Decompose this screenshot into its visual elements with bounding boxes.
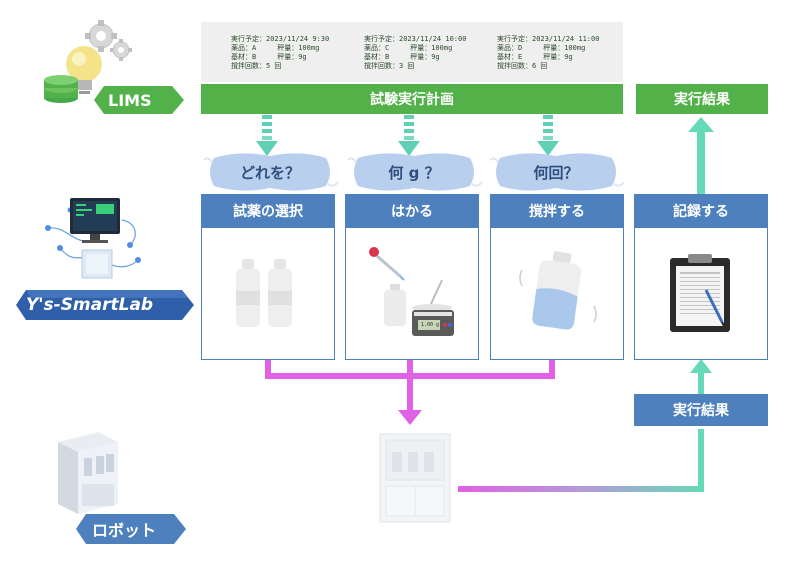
question-which: どれを？ [239, 163, 300, 182]
plan-entry-schedule: 実行予定：2023/11/24 11:00 [497, 35, 600, 43]
plan-entry-stir-count: 撹拌回数：3 回 [364, 62, 415, 70]
scale-display: 1.00 g [420, 322, 440, 328]
step-weigh-header: はかる [345, 194, 479, 228]
result-bar-middle: 実行結果 [634, 394, 768, 426]
plan-entry-schedule: 実行予定：2023/11/24 10:00 [364, 35, 467, 43]
smartlab-layer-label: Y's-SmartLab [26, 295, 154, 315]
robot-cabinet-icon [379, 433, 451, 523]
plan-entry-base: 基材：B 秤量：9g [231, 53, 307, 61]
steps-to-robot-arrow [265, 359, 555, 425]
plan-entry-base: 基材：B 秤量：9g [364, 53, 440, 61]
plan-entry-schedule: 実行予定：2023/11/24 9:30 [231, 35, 330, 43]
smartlab-tag-shape [16, 290, 194, 320]
plan-entry-reagent: 薬品：A 秤量：100mg [231, 44, 320, 52]
plan-entry: 実行予定：2023/11/24 9:30 薬品：A 秤量：100mg 基材：B … [231, 35, 329, 71]
lims-icon [44, 20, 132, 103]
robot-tag-shape [76, 514, 186, 544]
smartlab-icon [45, 198, 141, 279]
plan-entry-stir-count: 撹拌回数：6 回 [497, 62, 548, 70]
plan-details-panel: 実行予定：2023/11/24 9:30 薬品：A 秤量：100mg 基材：B … [201, 22, 623, 82]
plan-entry: 実行予定：2023/11/24 11:00 薬品：D 秤量：100mg 基材：E… [497, 35, 599, 71]
step-stir-header: 撹拌する [490, 194, 624, 228]
plan-entry-base: 基材：E 秤量：9g [497, 53, 573, 61]
plan-title-bar: 試験実行計画 [201, 84, 623, 114]
bottles-icon [236, 259, 292, 327]
plan-to-select-arrow [256, 115, 278, 156]
question-cloud-shape [203, 153, 339, 191]
step-select-header: 試薬の選択 [201, 194, 335, 228]
robot-layer-label: ロボット [92, 521, 157, 540]
lims-tag-shape [94, 86, 184, 114]
plan-entry: 実行予定：2023/11/24 10:00 薬品：C 秤量：100mg 基材：B… [364, 35, 466, 71]
plan-to-stir-arrow [537, 115, 559, 156]
clipboard-icon [670, 254, 730, 332]
question-how-many-grams: 何 g ？ [388, 163, 440, 182]
question-how-many-times: 何回？ [533, 163, 579, 182]
robot-icon [58, 432, 118, 514]
robot-to-result-arrow [458, 359, 712, 492]
result-bar-top: 実行結果 [636, 84, 768, 114]
lims-layer-label: LIMS [108, 90, 152, 110]
step-record-header: 記録する [634, 194, 768, 228]
scale-icon [369, 247, 454, 336]
plan-entry-reagent: 薬品：C 秤量：100mg [364, 44, 453, 52]
plan-entry-reagent: 薬品：D 秤量：100mg [497, 44, 586, 52]
plan-to-weigh-arrow [398, 115, 420, 156]
record-to-result-arrow [688, 117, 714, 194]
plan-entry-stir-count: 撹拌回数：5 回 [231, 62, 282, 70]
question-cloud-shape [489, 153, 625, 191]
question-cloud-shape [347, 153, 483, 191]
stirring-bottle-icon [519, 251, 597, 330]
